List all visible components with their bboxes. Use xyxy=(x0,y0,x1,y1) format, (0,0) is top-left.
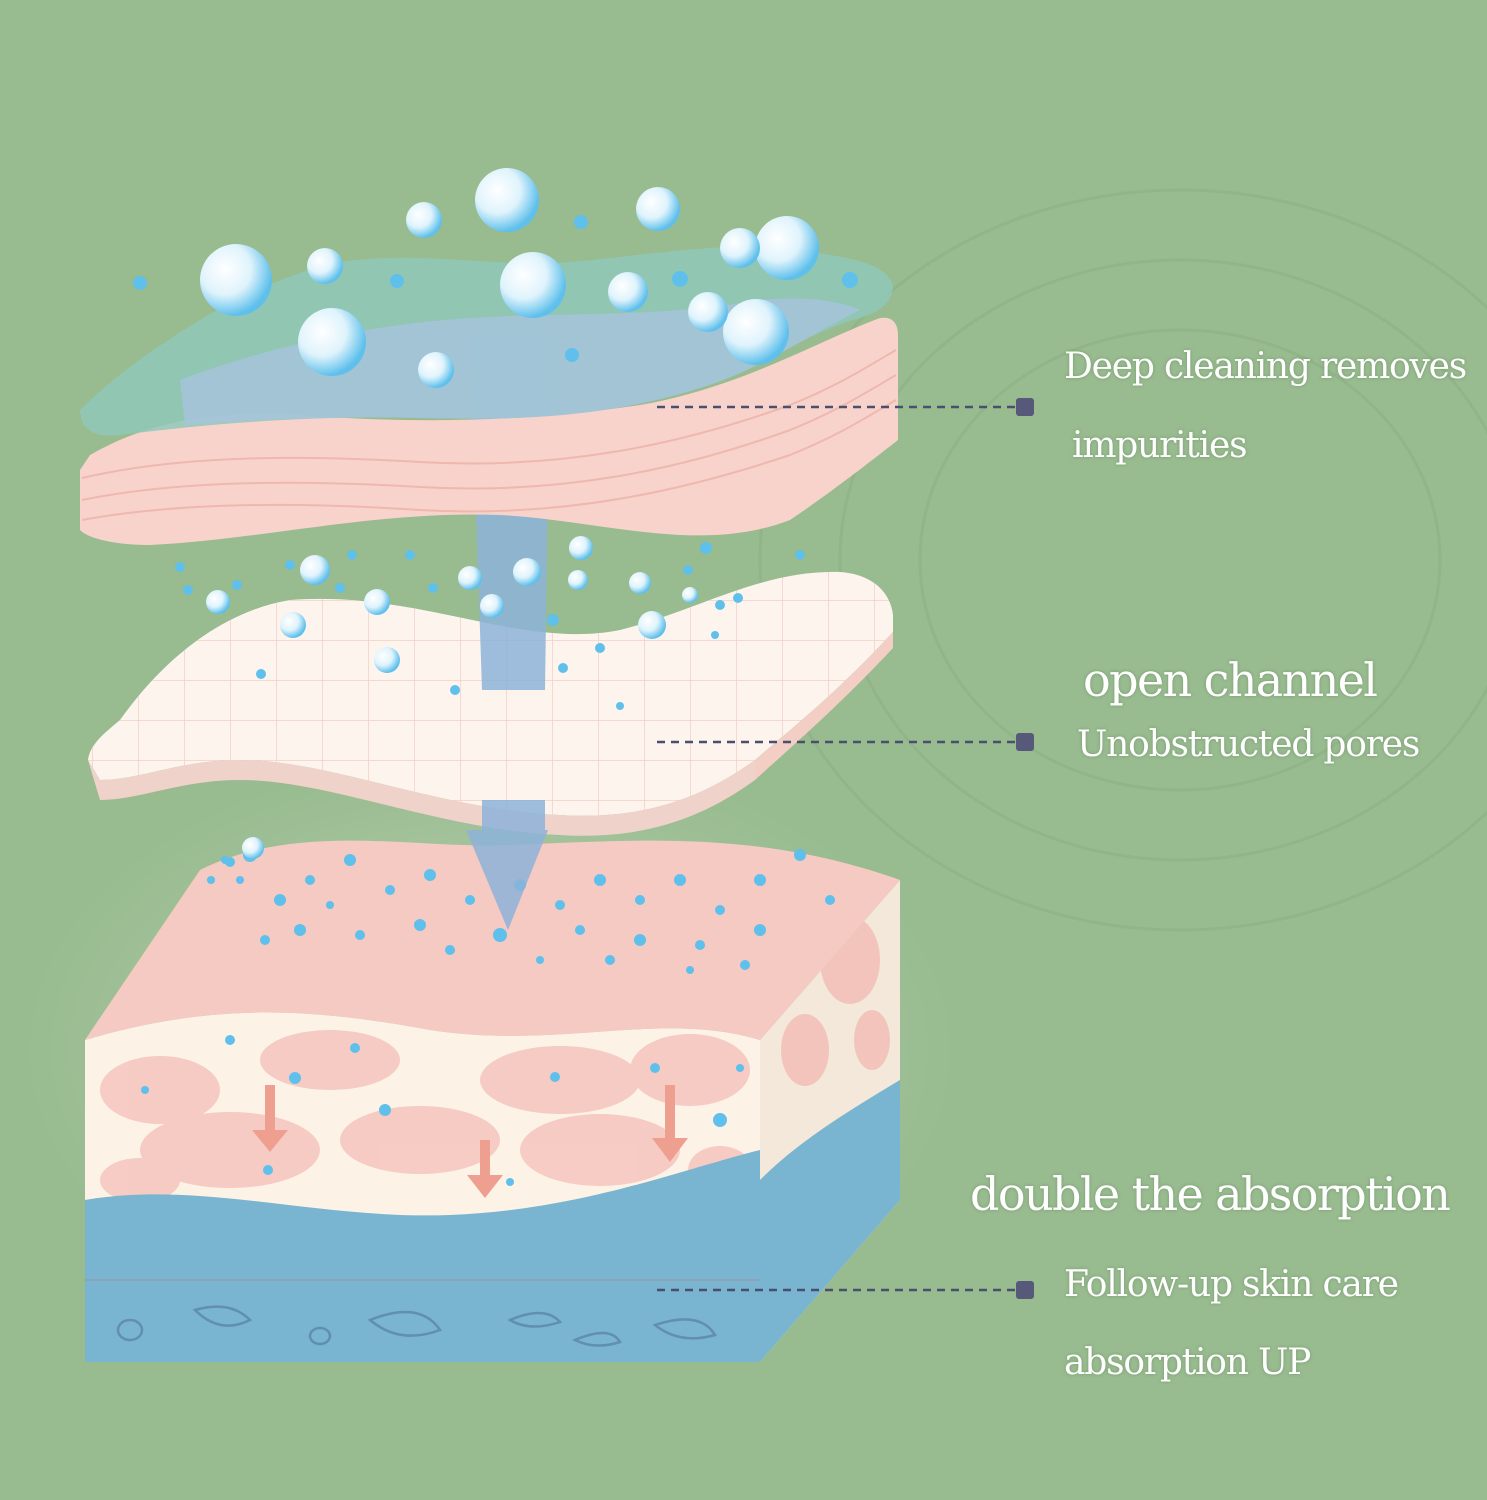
channel-label-subtitle: Unobstructed pores xyxy=(1077,724,1420,765)
background-ripples xyxy=(758,188,1487,932)
bubbles xyxy=(133,168,858,884)
skin-block xyxy=(20,750,960,1362)
channel-label-title: open channel xyxy=(1083,653,1378,707)
absorption-arrows xyxy=(252,1085,688,1198)
cleaning-label-line2: impurities xyxy=(1072,425,1248,466)
cleaning-label-line1: Deep cleaning removes xyxy=(1064,346,1467,387)
absorption-label-line2: Follow-up skin care xyxy=(1064,1264,1399,1305)
absorption-label-line3: absorption UP xyxy=(1064,1342,1311,1383)
leader-lines xyxy=(657,398,1034,1299)
absorption-label-title: double the absorption xyxy=(970,1167,1451,1221)
top-layers xyxy=(80,246,898,545)
